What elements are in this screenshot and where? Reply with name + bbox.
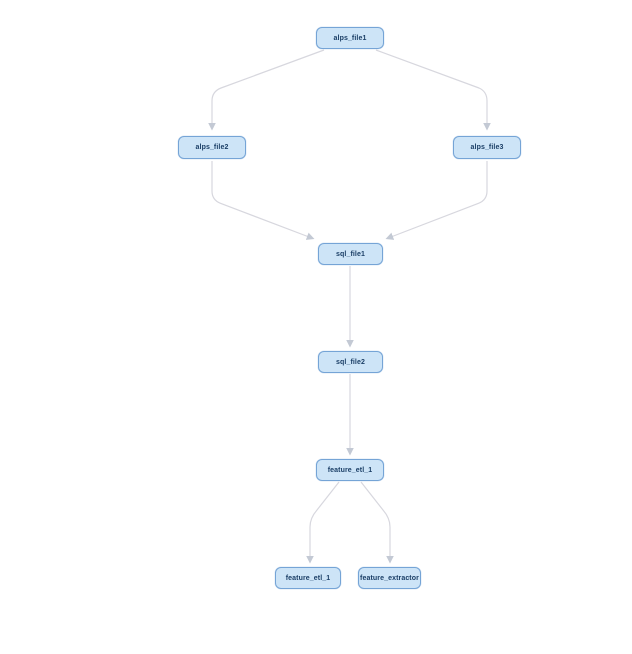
node-sql_file1[interactable]: sql_file1 xyxy=(318,243,383,265)
node-sql_file2-label: sql_file2 xyxy=(336,358,365,366)
node-sql_file2[interactable]: sql_file2 xyxy=(318,351,383,373)
node-alps_file1[interactable]: alps_file1 xyxy=(316,27,384,49)
node-feature_etl_1-out[interactable]: feature_etl_1 xyxy=(275,567,341,589)
node-alps_file1-label: alps_file1 xyxy=(333,34,367,42)
node-feature_etl_1-label: feature_etl_1 xyxy=(327,466,373,474)
node-feature_extractor-label: feature_extractor xyxy=(360,574,419,582)
edge-alps_file1-alps_file3 xyxy=(375,49,491,131)
edge-feature_etl_1-feature_extractor xyxy=(360,481,394,564)
node-feature_etl_1[interactable]: feature_etl_1 xyxy=(316,459,384,481)
node-alps_file2-label: alps_file2 xyxy=(195,144,229,151)
node-alps_file2[interactable]: alps_file2 xyxy=(178,136,246,159)
node-alps_file3-label: alps_file3 xyxy=(470,144,504,151)
edge-alps_file1-alps_file2 xyxy=(208,49,325,131)
edge-alps_file3-sql_file1 xyxy=(385,161,488,240)
edge-alps_file2-sql_file1 xyxy=(211,161,315,240)
edge-feature_etl_1-feature_etl_1_out xyxy=(306,481,340,564)
node-feature_etl_1-out-label: feature_etl_1 xyxy=(285,574,331,582)
node-alps_file3[interactable]: alps_file3 xyxy=(453,136,521,159)
node-feature_extractor[interactable]: feature_extractor xyxy=(358,567,421,589)
node-sql_file1-label: sql_file1 xyxy=(336,250,365,258)
